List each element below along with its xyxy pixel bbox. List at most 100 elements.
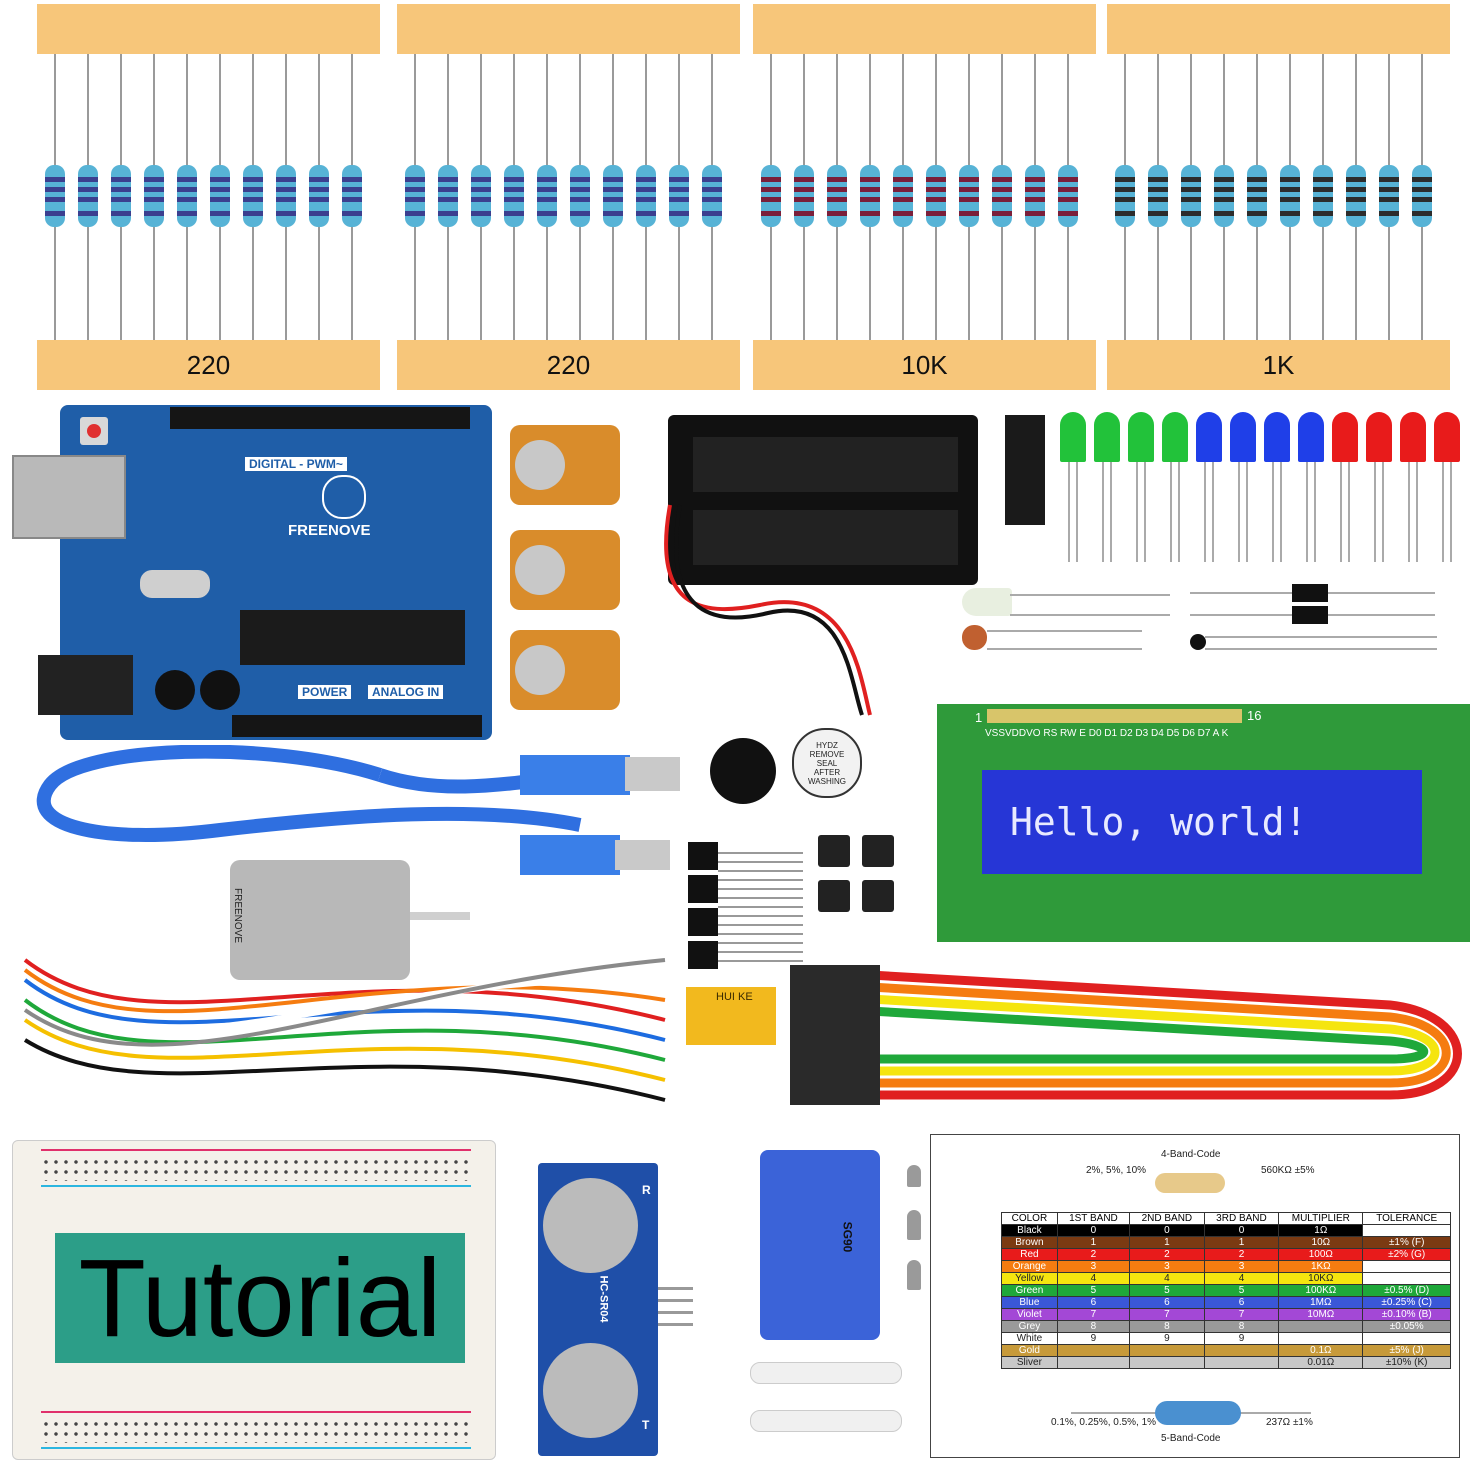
table-cell: 0.01Ω — [1278, 1356, 1364, 1369]
usb-cable — [36, 745, 680, 875]
table-cell: 2 — [1129, 1248, 1205, 1261]
resistor — [761, 165, 781, 227]
resistor-band — [537, 187, 557, 192]
resistor — [1115, 165, 1135, 227]
resistor — [405, 165, 425, 227]
resistor — [342, 165, 362, 227]
resistor-band — [45, 177, 65, 182]
led-leg — [1442, 462, 1444, 562]
resistor-tape-top — [397, 4, 740, 54]
resistor-band — [1313, 177, 1333, 182]
resistor-band — [992, 211, 1012, 216]
table-cell: ±10% (K) — [1362, 1356, 1451, 1369]
led — [1366, 412, 1392, 462]
resistor-band — [1412, 211, 1432, 216]
table-cell — [1278, 1320, 1364, 1333]
push-button — [862, 880, 894, 912]
resistor-band — [309, 197, 329, 202]
resistor-band — [111, 177, 131, 182]
resistor-band — [537, 211, 557, 216]
resistor-band — [992, 177, 1012, 182]
resistor-band — [78, 197, 98, 202]
table-cell: Orange — [1001, 1260, 1058, 1273]
resistor — [537, 165, 557, 227]
resistor-band — [309, 187, 329, 192]
resistor-band — [78, 211, 98, 216]
led-leg — [1212, 462, 1214, 562]
resistor-band — [438, 197, 458, 202]
servo-label: SG90 — [840, 1221, 855, 1253]
resistor-band — [1058, 177, 1078, 182]
resistor — [669, 165, 689, 227]
led-leg — [1374, 462, 1376, 562]
resistor-band — [1379, 177, 1399, 182]
table-cell: 6 — [1129, 1296, 1205, 1309]
table-cell: ±0.25% (C) — [1362, 1296, 1451, 1309]
resistor-band — [210, 187, 230, 192]
resistor-band — [794, 211, 814, 216]
servo-horn — [750, 1362, 902, 1384]
table-row: Sliver 0.01Ω±10% (K) — [1001, 1356, 1451, 1369]
resistor-band — [78, 177, 98, 182]
resistor-tape-top — [1107, 4, 1450, 54]
resistor-band — [243, 211, 263, 216]
table-cell: ±0.5% (D) — [1362, 1284, 1451, 1297]
resistor-band — [860, 187, 880, 192]
resistor-band — [1247, 211, 1267, 216]
led — [1264, 412, 1290, 462]
resistor — [1313, 165, 1333, 227]
table-cell: 8 — [1203, 1320, 1280, 1333]
table-cell: 5 — [1056, 1284, 1131, 1297]
table-cell: Sliver — [1001, 1356, 1058, 1369]
led-leg — [1272, 462, 1274, 562]
passive-buzzer: HYDZ REMOVE SEAL AFTER WASHING — [792, 728, 862, 798]
freenove-logo-icon — [322, 475, 366, 519]
arduino-board: DIGITAL - PWM~ FREENOVE POWER ANALOG IN — [12, 405, 492, 740]
resistor-band — [177, 211, 197, 216]
transistor — [688, 875, 718, 903]
table-cell: Brown — [1001, 1236, 1058, 1249]
resistor-band — [669, 211, 689, 216]
led — [1060, 412, 1086, 462]
resistor-band — [669, 177, 689, 182]
resistor-band — [1025, 211, 1045, 216]
potentiometer — [510, 425, 620, 505]
resistor-band — [1412, 177, 1432, 182]
ultrasonic-t-label: T — [642, 1418, 650, 1432]
table-cell: Violet — [1001, 1308, 1058, 1321]
power-rail-red-line — [41, 1149, 471, 1151]
resistor-band — [1115, 187, 1135, 192]
resistor-band — [893, 187, 913, 192]
resistor-band — [603, 187, 623, 192]
ultrasonic-pins — [658, 1278, 693, 1328]
resistor-band — [111, 211, 131, 216]
resistor-band — [1247, 187, 1267, 192]
resistor-band — [1148, 177, 1168, 182]
table-cell: 5 — [1203, 1284, 1280, 1297]
table-cell: 1 — [1056, 1236, 1131, 1249]
resistor — [1412, 165, 1432, 227]
resistor — [309, 165, 329, 227]
resistor-band — [1247, 177, 1267, 182]
resistor-band — [1181, 197, 1201, 202]
resistor-band — [276, 187, 296, 192]
led — [1162, 412, 1188, 462]
led-leg — [1306, 462, 1308, 562]
resistor-band — [636, 177, 656, 182]
resistor — [210, 165, 230, 227]
resistor — [78, 165, 98, 227]
resistor — [794, 165, 814, 227]
photoresistor-legs — [987, 630, 1142, 650]
servo-motor: SG90 — [760, 1150, 880, 1340]
resistor-band — [794, 197, 814, 202]
led — [1434, 412, 1460, 462]
resistor-band — [959, 187, 979, 192]
resistor-band — [1214, 187, 1234, 192]
resistor-band — [1280, 197, 1300, 202]
motor-shaft — [410, 912, 470, 920]
resistor-band — [1313, 211, 1333, 216]
